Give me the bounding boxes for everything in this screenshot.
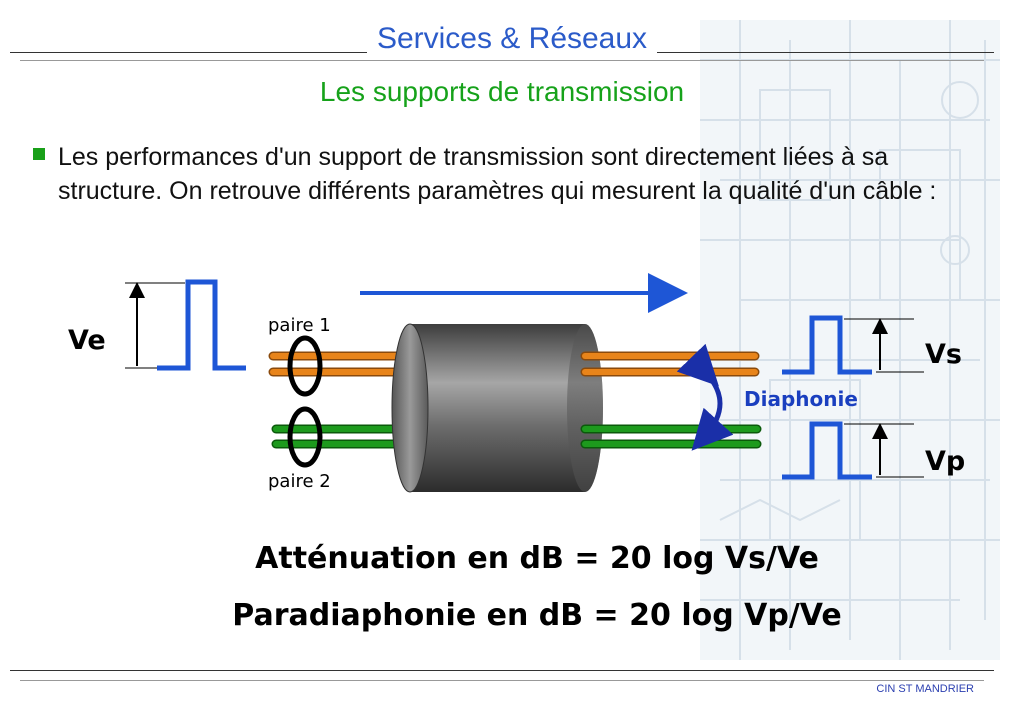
pair1-wires-right [580,351,760,377]
crosstalk-arrow [676,343,734,451]
ve-pulse [125,279,246,371]
vp-pulse [782,421,924,480]
paradiaphonie-formula: Paradiaphonie en dB = 20 log Vp/Ve [232,598,842,633]
vs-label: Vs [925,339,962,370]
header-rule-bottom [20,60,984,61]
pair1-label: paire 1 [268,315,331,336]
header-title-wrap: Services & Réseaux [0,22,1024,56]
crosstalk-label: Diaphonie [744,387,858,411]
footer-rule-bottom [20,680,984,681]
attenuation-formula: Atténuation en dB = 20 log Vs/Ve [255,541,819,576]
page-title: Services & Réseaux [366,22,658,55]
body-paragraph: Les performances d'un support de transmi… [58,143,937,205]
pair1-wires-left [268,351,405,377]
ve-label: Ve [68,325,106,356]
cable-cylinder [391,323,603,493]
cable-diagram: Ve paire 1 paire 2 Diaphonie [68,273,965,493]
pair2-wires-right [580,424,762,449]
bullet-square-icon [33,148,45,160]
pair2-loop [287,406,323,468]
pair2-label: paire 2 [268,471,331,492]
footer-org: CIN ST MANDRIER [876,683,974,695]
footer-rule-top [10,670,994,671]
vp-label: Vp [925,446,965,477]
pair1-loop [287,335,323,397]
page-subtitle: Les supports de transmission [319,76,685,107]
pair2-wires-left [271,424,405,449]
vs-pulse [782,315,924,375]
